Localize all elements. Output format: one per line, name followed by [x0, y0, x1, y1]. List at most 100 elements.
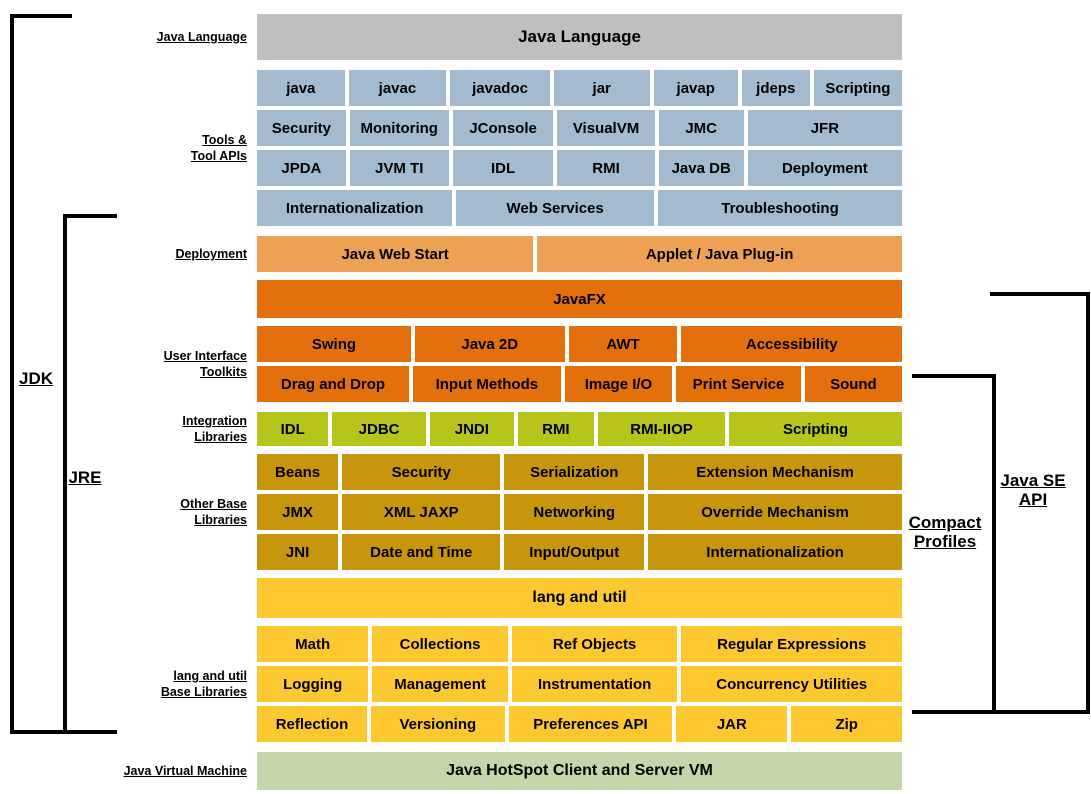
cell-applet-java-plug-in[interactable]: Applet / Java Plug-in: [537, 236, 902, 272]
cell-jndi[interactable]: JNDI: [429, 412, 514, 446]
cell-jmx[interactable]: JMX: [257, 494, 339, 530]
cell-ref-objects[interactable]: Ref Objects: [511, 626, 678, 662]
cell-java-language[interactable]: Java Language: [257, 14, 902, 60]
cell-troubleshooting[interactable]: Troubleshooting: [658, 190, 902, 226]
cell-override-mechanism[interactable]: Override Mechanism: [648, 494, 902, 530]
cell-awt[interactable]: AWT: [568, 326, 678, 362]
jdk-bracket: [10, 14, 72, 734]
cell-sound[interactable]: Sound: [804, 366, 902, 402]
cell-image-i-o[interactable]: Image I/O: [564, 366, 673, 402]
cell-regular-expressions[interactable]: Regular Expressions: [681, 626, 902, 662]
cell-xml-jaxp[interactable]: XML JAXP: [342, 494, 501, 530]
cell-serialization[interactable]: Serialization: [504, 454, 645, 490]
cell-monitoring[interactable]: Monitoring: [349, 110, 449, 146]
cell-swing[interactable]: Swing: [257, 326, 411, 362]
cell-security[interactable]: Security: [342, 454, 501, 490]
cell-security[interactable]: Security: [257, 110, 346, 146]
cell-java-2d[interactable]: Java 2D: [414, 326, 565, 362]
cell-input-output[interactable]: Input/Output: [504, 534, 645, 570]
cell-scripting[interactable]: Scripting: [813, 70, 902, 106]
cell-jni[interactable]: JNI: [257, 534, 339, 570]
cell-math[interactable]: Math: [257, 626, 369, 662]
cell-java-db[interactable]: Java DB: [658, 150, 744, 186]
cell-accessibility[interactable]: Accessibility: [681, 326, 902, 362]
cell-extension-mechanism[interactable]: Extension Mechanism: [648, 454, 902, 490]
cell-scripting[interactable]: Scripting: [729, 412, 902, 446]
row-label-lang-and-util-line1: lang and util: [173, 669, 247, 683]
cell-javap[interactable]: javap: [653, 70, 738, 106]
cell-javac[interactable]: javac: [348, 70, 447, 106]
cell-jdbc[interactable]: JDBC: [332, 412, 426, 446]
cell-jpda[interactable]: JPDA: [257, 150, 346, 186]
cell-networking[interactable]: Networking: [504, 494, 645, 530]
cell-instrumentation[interactable]: Instrumentation: [511, 666, 678, 702]
cell-rmi[interactable]: RMI: [557, 150, 655, 186]
row-label-deployment-line1: Deployment: [175, 247, 247, 261]
cell-jar[interactable]: jar: [553, 70, 650, 106]
row-label-user-interface-line1: User Interface: [163, 349, 247, 363]
cell-lang-and-util[interactable]: lang and util: [257, 578, 902, 618]
cell-drag-and-drop[interactable]: Drag and Drop: [257, 366, 409, 402]
row-label-tools: Tools &Tool APIs: [7, 132, 247, 164]
cell-collections[interactable]: Collections: [372, 626, 508, 662]
row-label-tools-line1: Tools &: [202, 133, 247, 147]
cell-jfr[interactable]: JFR: [747, 110, 902, 146]
cell-java-web-start[interactable]: Java Web Start: [257, 236, 534, 272]
cell-reflection[interactable]: Reflection: [257, 706, 367, 742]
cell-idl[interactable]: IDL: [257, 412, 329, 446]
cell-concurrency-utilities[interactable]: Concurrency Utilities: [681, 666, 902, 702]
cell-logging[interactable]: Logging: [257, 666, 369, 702]
cell-web-services[interactable]: Web Services: [456, 190, 654, 226]
compact-profiles-bracket: [912, 374, 996, 714]
cell-jconsole[interactable]: JConsole: [452, 110, 554, 146]
cell-input-methods[interactable]: Input Methods: [412, 366, 561, 402]
cell-versioning[interactable]: Versioning: [370, 706, 505, 742]
cell-visualvm[interactable]: VisualVM: [557, 110, 655, 146]
band-java-virtual-machine: Java HotSpot Client and Server VM: [257, 752, 902, 790]
cell-deployment[interactable]: Deployment: [747, 150, 902, 186]
cell-management[interactable]: Management: [372, 666, 508, 702]
band-java-language: Java Language: [257, 14, 902, 60]
cell-print-service[interactable]: Print Service: [676, 366, 801, 402]
cell-internationalization[interactable]: Internationalization: [257, 190, 453, 226]
cell-idl[interactable]: IDL: [452, 150, 554, 186]
cell-java-hotspot-client-and-server-vm[interactable]: Java HotSpot Client and Server VM: [257, 752, 902, 790]
java-se-api-bracket: [990, 292, 1090, 714]
cell-java[interactable]: java: [257, 70, 345, 106]
row-label-deployment: Deployment: [7, 246, 247, 262]
cell-internationalization[interactable]: Internationalization: [648, 534, 902, 570]
java-se-api-label-line2: API: [1018, 490, 1048, 509]
cell-jmc[interactable]: JMC: [658, 110, 744, 146]
cell-jvm-ti[interactable]: JVM TI: [349, 150, 449, 186]
cell-preferences-api[interactable]: Preferences API: [508, 706, 673, 742]
jre-bracket: [63, 214, 117, 734]
row-label-jvm: Java Virtual Machine: [7, 763, 247, 779]
cell-javafx[interactable]: JavaFX: [257, 280, 902, 318]
cell-rmi-iiop[interactable]: RMI-IIOP: [597, 412, 726, 446]
cell-jar[interactable]: JAR: [676, 706, 788, 742]
compact-profiles-label: Compact Profiles: [900, 513, 990, 551]
cell-jdeps[interactable]: jdeps: [741, 70, 810, 106]
cell-beans[interactable]: Beans: [257, 454, 339, 490]
cell-javadoc[interactable]: javadoc: [450, 70, 550, 106]
cell-zip[interactable]: Zip: [791, 706, 903, 742]
row-label-java-language-line1: Java Language: [156, 30, 247, 44]
cell-rmi[interactable]: RMI: [517, 412, 594, 446]
cell-date-and-time[interactable]: Date and Time: [342, 534, 501, 570]
